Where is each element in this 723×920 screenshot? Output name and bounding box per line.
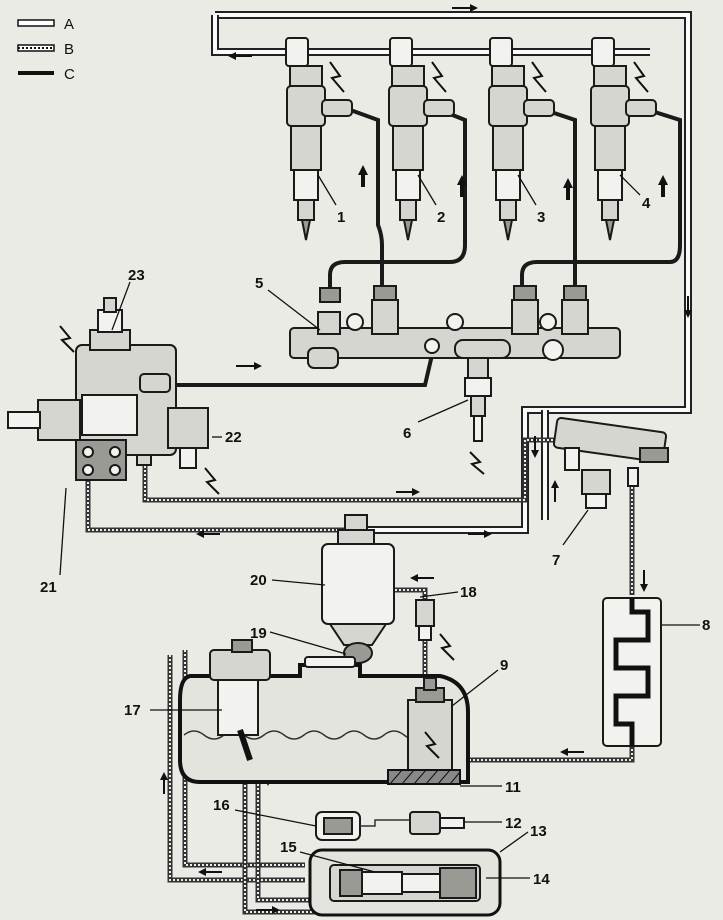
- label-22: 22: [225, 429, 242, 446]
- label-21: 21: [40, 579, 57, 596]
- label-1: 1: [337, 209, 345, 226]
- label-5: 5: [255, 275, 263, 292]
- injector-4: [590, 37, 657, 241]
- pump-filter-element: [401, 873, 441, 893]
- label-19: 19: [250, 625, 267, 642]
- injector-2: [388, 37, 455, 241]
- label-18: 18: [460, 584, 477, 601]
- tank-base-heater: [387, 769, 461, 785]
- fuel-sensor: [409, 811, 465, 835]
- label-17: 17: [124, 702, 141, 719]
- label-20: 20: [250, 572, 267, 589]
- sensor-wire: [360, 819, 410, 827]
- label-8: 8: [702, 617, 710, 634]
- label-23: 23: [128, 267, 145, 284]
- label-4: 4: [642, 195, 651, 212]
- electrical-connector: [315, 811, 361, 841]
- label-12: 12: [505, 815, 522, 832]
- label-16: 16: [213, 797, 230, 814]
- label-7: 7: [552, 552, 560, 569]
- high-pressure-lines: [170, 106, 682, 387]
- legend-item-c: C: [18, 66, 75, 83]
- legend-item-a: A: [17, 16, 74, 33]
- part-labels: 1 2 3 4 5 6 7 8 9 11 12 13 14 15 16 17 1…: [40, 195, 710, 888]
- label-13: 13: [530, 823, 547, 840]
- pressure-regulator: [59, 297, 131, 353]
- fuel-metering-valve: [167, 407, 220, 495]
- label-14: 14: [533, 871, 550, 888]
- label-9: 9: [500, 657, 508, 674]
- high-pressure-pump: [7, 344, 177, 481]
- leader-lines: [59, 174, 700, 879]
- fuel-cooler: [602, 597, 662, 747]
- injector-3: [488, 37, 555, 241]
- label-6: 6: [403, 425, 411, 442]
- flow-arrows: [160, 4, 692, 914]
- legend: A B C: [17, 16, 75, 83]
- legend-label-c: C: [64, 66, 75, 83]
- common-rail: [289, 285, 621, 369]
- fuel-level-sender: [209, 639, 271, 761]
- fuel-heater-tee: [552, 417, 669, 509]
- label-3: 3: [537, 209, 545, 226]
- label-2: 2: [437, 209, 445, 226]
- label-11: 11: [505, 779, 521, 796]
- low-pressure-sensor: [415, 599, 455, 661]
- label-15: 15: [280, 839, 297, 856]
- fuel-filter: [321, 514, 395, 646]
- legend-label-a: A: [64, 16, 74, 33]
- legend-label-b: B: [64, 41, 74, 58]
- legend-item-b: B: [17, 41, 74, 58]
- injector-1: [285, 37, 353, 241]
- rail-pressure-sensor: [464, 357, 492, 475]
- in-tank-pump: [407, 677, 453, 771]
